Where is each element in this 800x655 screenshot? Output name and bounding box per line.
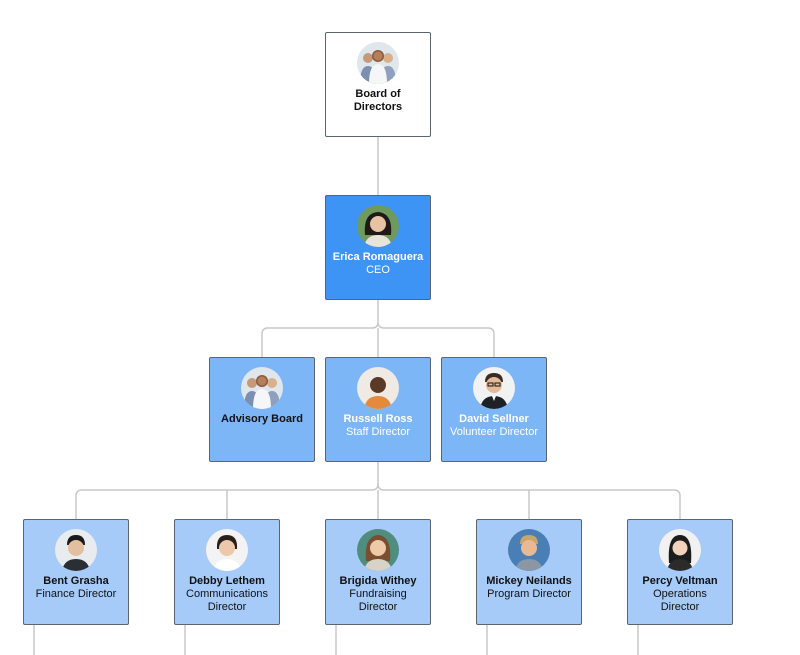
node-role: Operations Director [653, 588, 707, 613]
node-name: Percy Veltman [642, 575, 718, 587]
node-role: Finance Director [35, 588, 117, 600]
man-portrait-icon [357, 367, 399, 409]
node-ceo[interactable]: Erica Romaguera CEO [325, 195, 431, 300]
node-debby-lethem[interactable]: Debby Lethem Communications Director [174, 519, 280, 625]
node-russell-ross[interactable]: Russell Ross Staff Director [325, 357, 431, 462]
node-name: David Sellner [459, 413, 529, 425]
node-advisory-board[interactable]: Advisory Board [209, 357, 315, 462]
man-glasses-portrait-icon [473, 367, 515, 409]
node-name: Russell Ross [343, 413, 413, 425]
connector-level3-down [33, 625, 639, 655]
node-david-sellner[interactable]: David Sellner Volunteer Director [441, 357, 547, 462]
node-name: Debby Lethem [189, 575, 265, 587]
node-percy-veltman[interactable]: Percy Veltman Operations Director [627, 519, 733, 625]
connector-staff-level3 [75, 462, 681, 519]
man-portrait-icon [508, 529, 550, 571]
node-role: Program Director [487, 588, 571, 600]
node-bent-grasha[interactable]: Bent Grasha Finance Director [23, 519, 129, 625]
woman-portrait-icon [357, 529, 399, 571]
woman-portrait-icon [206, 529, 248, 571]
node-board-of-directors[interactable]: Board of Directors [325, 32, 431, 137]
man-portrait-icon [55, 529, 97, 571]
node-role: CEO [366, 264, 390, 276]
woman-portrait-icon [659, 529, 701, 571]
node-name: Mickey Neilands [486, 575, 572, 587]
node-name: Advisory Board [221, 413, 303, 425]
node-role: Volunteer Director [449, 426, 539, 438]
group-photo-icon [241, 367, 283, 409]
node-name: Bent Grasha [43, 575, 109, 587]
node-role: Fundraising Director [349, 588, 407, 613]
node-name: Brigida Withey [339, 575, 417, 587]
node-brigida-withey[interactable]: Brigida Withey Fundraising Director [325, 519, 431, 625]
node-mickey-neilands[interactable]: Mickey Neilands Program Director [476, 519, 582, 625]
node-name: Erica Romaguera [332, 251, 424, 263]
node-role: Staff Director [346, 426, 410, 438]
node-role: Communications Director [186, 588, 268, 613]
group-photo-icon [357, 42, 399, 84]
node-name: Board of Directors [353, 88, 403, 113]
woman-portrait-icon [357, 205, 399, 247]
connector-ceo-level2 [261, 300, 495, 357]
